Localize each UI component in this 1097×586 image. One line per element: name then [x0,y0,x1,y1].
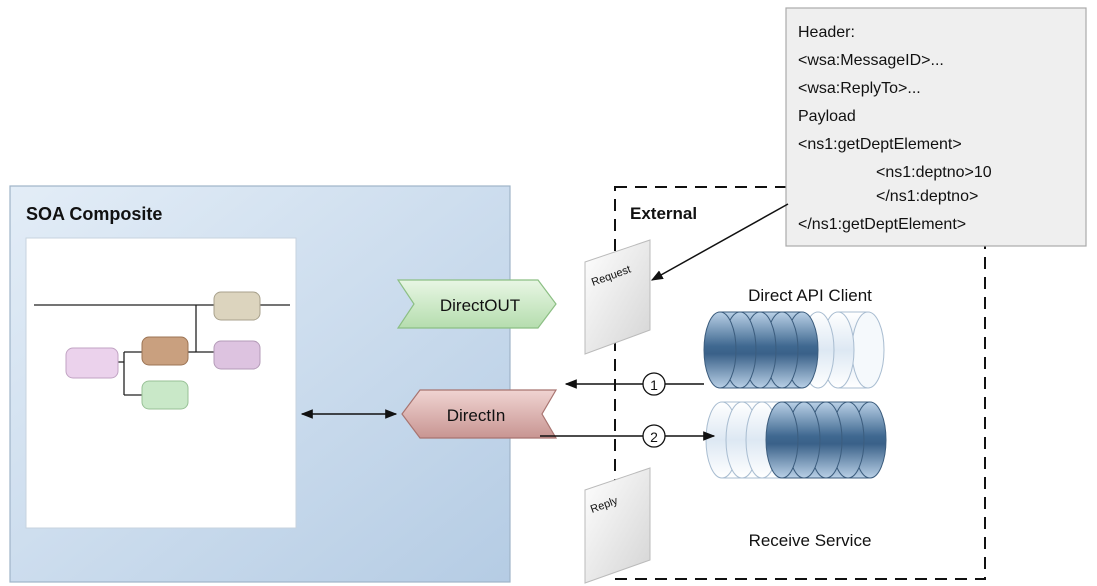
soa-composite-title: SOA Composite [26,204,162,224]
step-2-badge [642,424,666,448]
note-line-6: <ns1:deptno>10 [876,164,992,181]
step-1-flow: 1 [564,372,704,396]
note-line-5: <ns1:getDeptElement> [798,136,962,153]
step-2-number: 2 [650,429,658,445]
direct-api-client-label: Direct API Client [748,286,872,305]
direct-out-binding[interactable]: DirectOUT [396,279,557,329]
direct-out-label: DirectOUT [440,296,520,315]
step-1-badge [642,372,666,396]
note-line-1: Header: [798,24,855,41]
step-2-flow: 2 [540,424,716,448]
receive-service: Receive Service [705,401,887,550]
note-line-7: </ns1:deptno> [876,188,978,205]
note-line-2: <wsa:MessageID>... [798,52,944,69]
direct-in-binding[interactable]: DirectIn [401,389,558,439]
direct-in-label: DirectIn [447,406,506,425]
client-cylinder-dark [703,311,819,389]
note-line-4: Payload [798,108,856,125]
note-line-3: <wsa:ReplyTo>... [798,80,921,97]
activity-node-brown [141,336,189,366]
direct-api-client: Direct API Client [703,286,885,389]
message-header-note: Header: <wsa:MessageID>... <wsa:ReplyTo>… [785,7,1087,247]
note-to-request-connector [650,203,789,281]
external-title: External [630,204,697,223]
receive-service-label: Receive Service [749,531,872,550]
activity-node-purple-left [65,347,119,379]
request-document: Request [584,239,651,355]
activity-node-purple-right [213,340,261,370]
activity-node-green [141,380,189,410]
soa-composite-panel: SOA Composite [9,185,511,583]
activity-node-tan [213,291,261,321]
reply-document: Reply [584,467,651,584]
service-cylinder-dark [765,401,887,479]
note-line-8: </ns1:getDeptElement> [798,216,966,233]
step-1-number: 1 [650,377,658,393]
